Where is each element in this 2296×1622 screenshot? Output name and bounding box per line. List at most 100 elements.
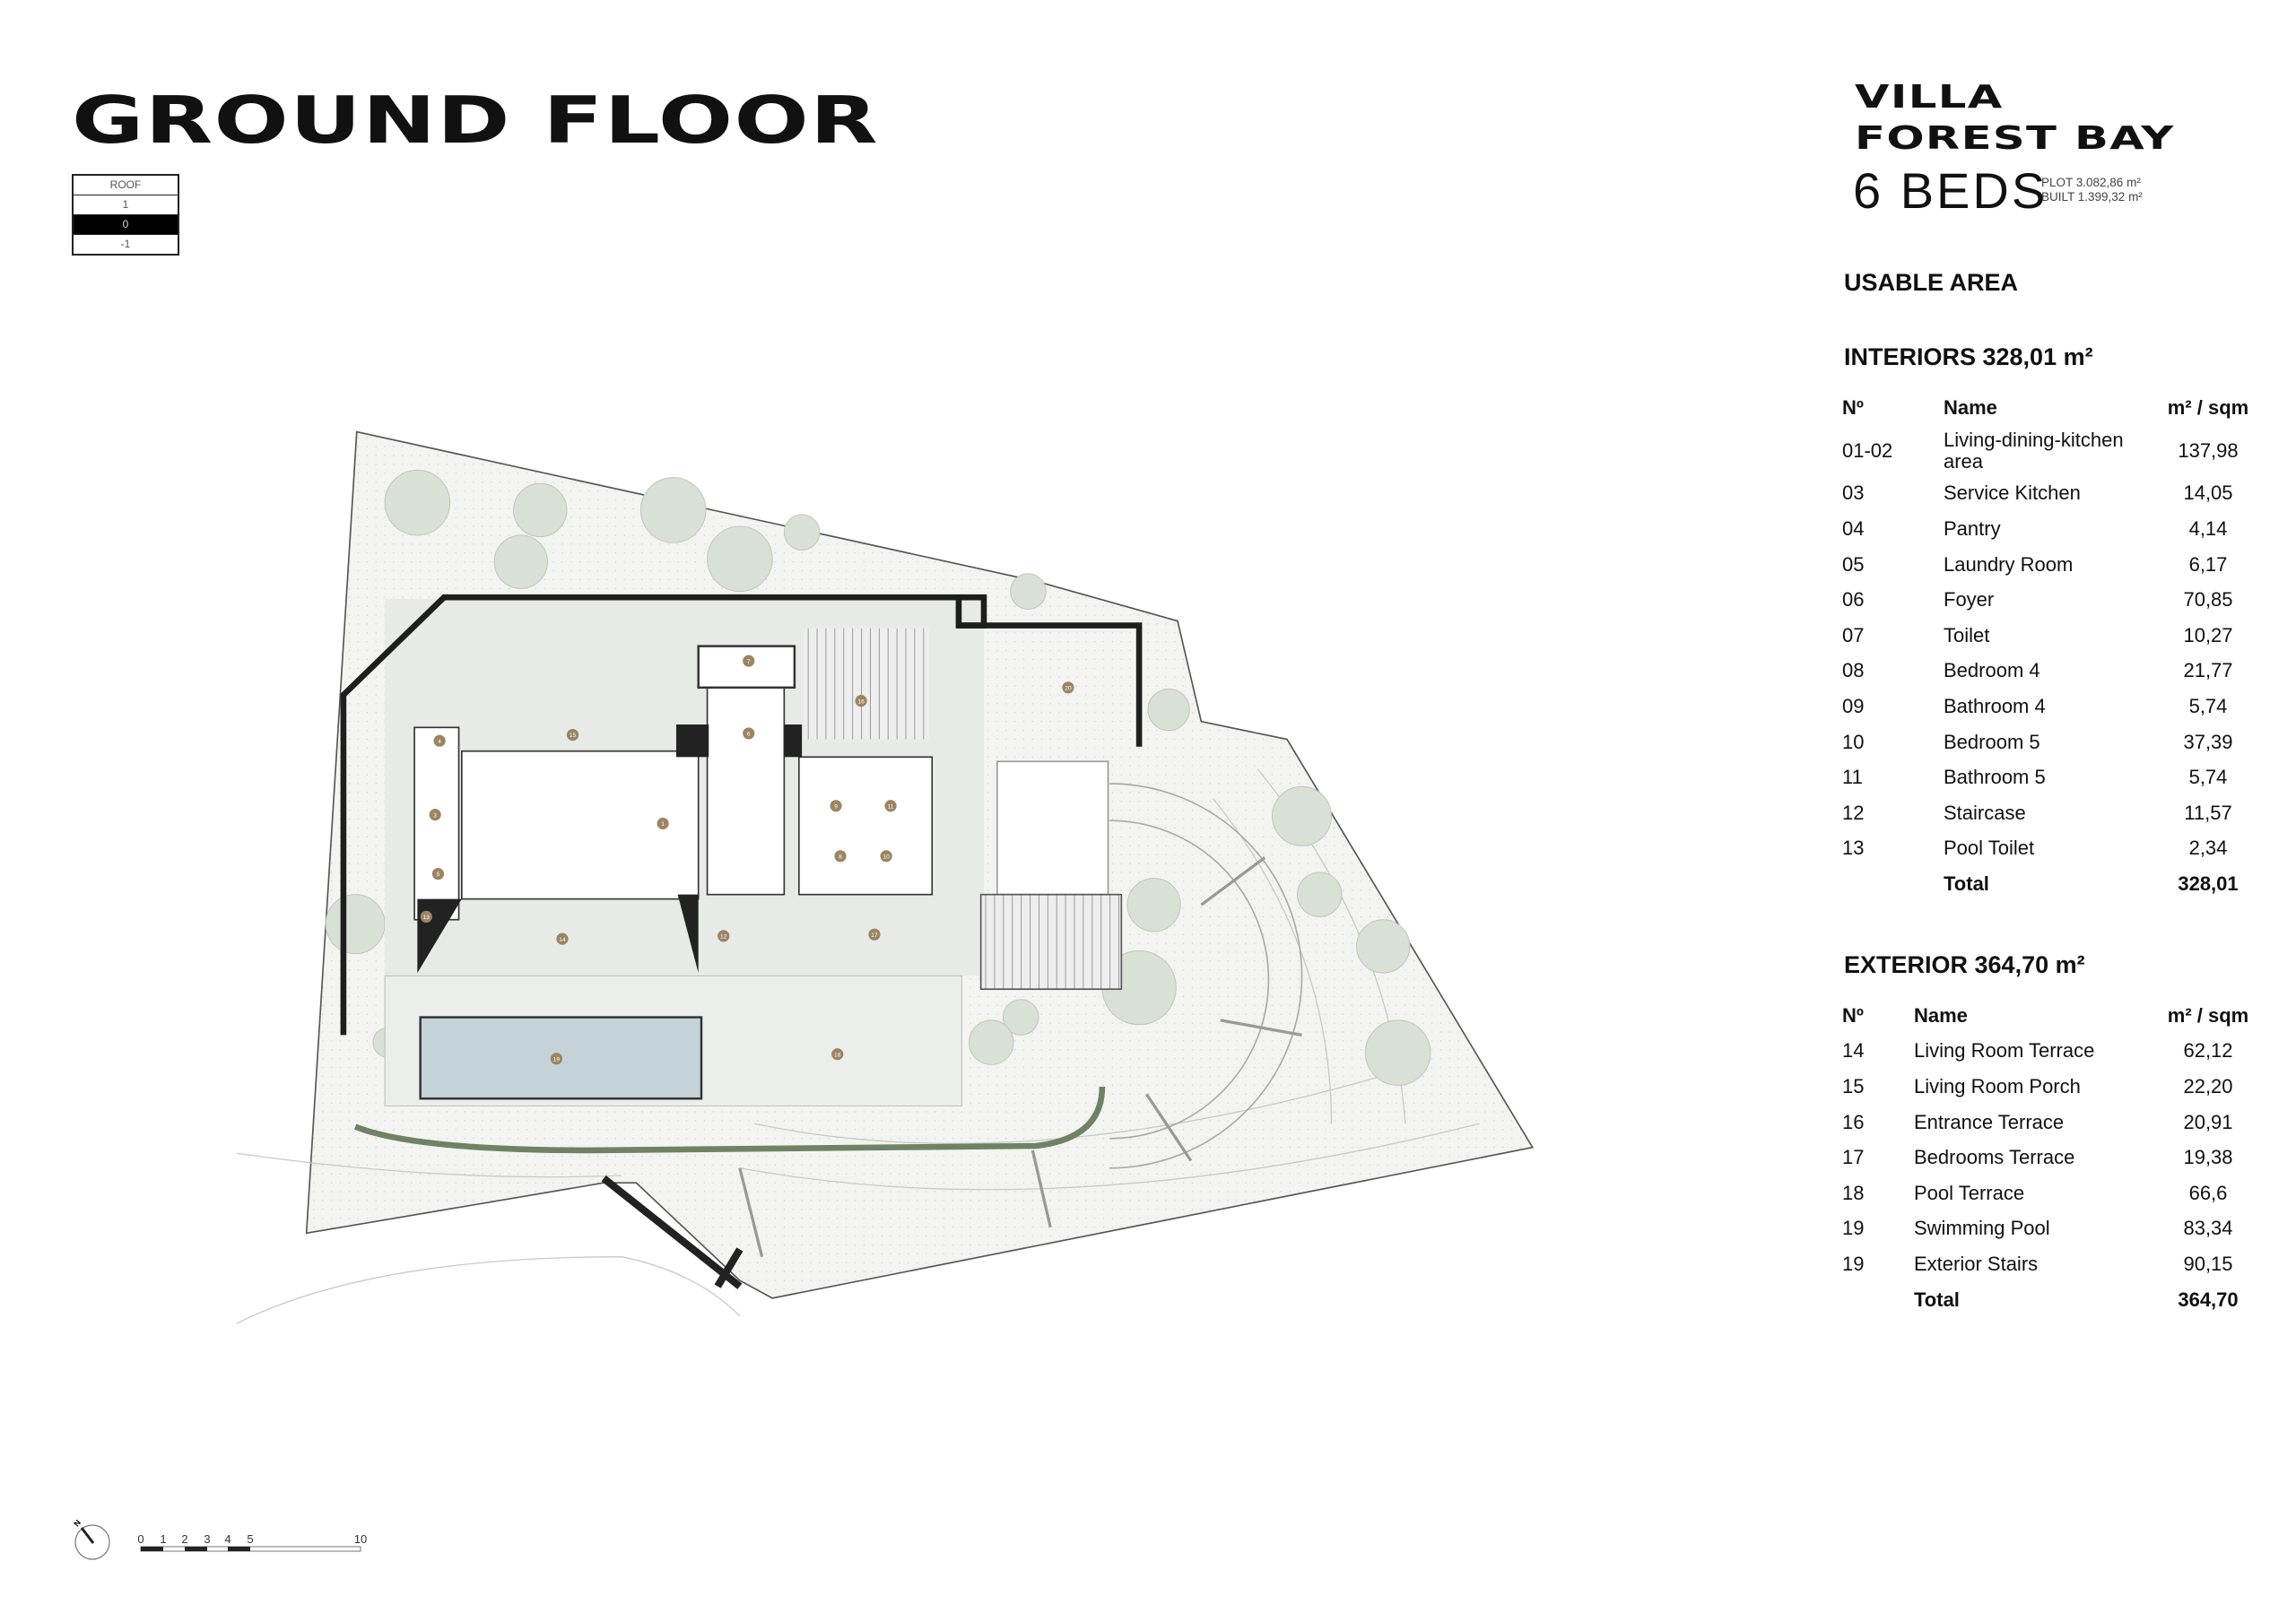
table-row: 09 Bathroom 4 5,74 [1842, 689, 2280, 724]
tree [783, 514, 821, 551]
room-marker: 5 [431, 867, 445, 880]
room-marker-label: 3 [433, 812, 437, 819]
room-area: 6,17 [2188, 552, 2228, 576]
total-label: Total [1914, 1288, 1960, 1311]
room-area: 137,98 [2178, 438, 2239, 462]
room-marker-label: 18 [834, 1052, 841, 1058]
tree [968, 1019, 1014, 1065]
table-header: Nº Name m² / sqm [1842, 998, 2280, 1034]
room-area: 5,74 [2188, 694, 2228, 717]
room-marker: 6 [743, 727, 755, 740]
built-area: BUILT 1.399,32 m² [2041, 190, 2143, 204]
room-marker-label: 11 [888, 803, 894, 810]
room-name: Bathroom 5 [1944, 766, 2046, 789]
tree [1364, 1019, 1431, 1086]
level-0-active[interactable]: 0 [74, 215, 178, 235]
tree [513, 482, 568, 538]
room-marker-label: 20 [1065, 685, 1072, 691]
scale-tick-label: 0 [137, 1532, 144, 1546]
project-name-line2: FOREST BAY [1855, 120, 2175, 157]
room-number: 05 [1842, 552, 1865, 576]
room-name: Pantry [1944, 516, 2001, 540]
room-marker: 10 [880, 850, 892, 863]
room-area: 83,34 [2183, 1217, 2233, 1240]
tree [1147, 688, 1190, 732]
room-area: 22,20 [2183, 1074, 2233, 1097]
tree [1297, 872, 1343, 917]
tree [1272, 785, 1332, 846]
room-marker-label: 16 [857, 698, 865, 705]
page-title: GROUND FLOOR [72, 82, 879, 158]
room-marker: 13 [420, 910, 432, 924]
project-name: VILLA FOREST BAY [1855, 77, 2175, 160]
room-area: 19,38 [2183, 1146, 2233, 1169]
tree [1356, 919, 1411, 974]
level-selector: ROOF 1 0 -1 [72, 174, 179, 256]
room-name: Bedrooms Terrace [1914, 1146, 2075, 1169]
room-area: 11,57 [2184, 801, 2232, 824]
room-marker-label: 17 [871, 932, 878, 939]
room-number: 15 [1842, 1074, 1865, 1097]
room-marker-label: 14 [559, 937, 566, 943]
table-header: Nº Name m² / sqm [1842, 390, 2280, 426]
room-marker-label: 15 [570, 733, 577, 739]
room-marker: 1 [657, 817, 669, 830]
room-area: 2,34 [2188, 837, 2228, 860]
room-number: 11 [1842, 766, 1863, 789]
level-1[interactable]: 1 [74, 195, 178, 215]
room-name: Staircase [1944, 801, 2026, 824]
scale-tick-label: 4 [224, 1532, 230, 1546]
level-minus-1[interactable]: -1 [120, 238, 131, 250]
scale-tick-label: 1 [160, 1532, 166, 1546]
col-name: Name [1914, 1003, 1968, 1027]
plot-info: PLOT 3.082,86 m² BUILT 1.399,32 m² [2041, 176, 2143, 204]
room-name: Bathroom 4 [1944, 694, 2046, 717]
col-name: Name [1944, 395, 1997, 419]
beds-count: 6 BEDS [1853, 162, 2048, 219]
room-marker-label: 7 [747, 659, 751, 665]
tree [325, 894, 386, 955]
room-number: 12 [1842, 801, 1865, 824]
tree [1010, 573, 1047, 610]
room-marker: 20 [1062, 681, 1074, 694]
room-number: 09 [1842, 694, 1865, 717]
room-marker-label: 12 [720, 933, 727, 940]
room-number: 04 [1842, 516, 1865, 540]
usable-area-heading: USABLE AREA [1844, 269, 2019, 296]
room-name: Laundry Room [1944, 552, 2074, 576]
room-area: 10,27 [2183, 623, 2233, 646]
col-no: Nº [1842, 395, 1864, 419]
project-name-line1: VILLA [1855, 79, 2004, 116]
room-marker: 7 [743, 655, 755, 667]
room-number: 18 [1842, 1181, 1865, 1204]
room-marker-label: 9 [834, 803, 838, 810]
tree [1002, 999, 1039, 1036]
room-area: 14,05 [2183, 481, 2233, 505]
room-name: Living Room Terrace [1914, 1039, 2095, 1063]
room-marker: 15 [566, 728, 579, 742]
room-name: Entrance Terrace [1914, 1110, 2065, 1133]
room-marker-label: 1 [661, 821, 665, 828]
room-number: 10 [1842, 730, 1865, 753]
room-marker: 8 [834, 850, 847, 863]
col-area: m² / sqm [2167, 1003, 2249, 1027]
level-roof[interactable]: ROOF [74, 176, 178, 195]
room-number: 13 [1842, 837, 1865, 860]
room-marker-label: 4 [438, 739, 441, 745]
room-number: 19 [1842, 1217, 1865, 1240]
room-name: Living Room Porch [1914, 1074, 2081, 1097]
room-area: 90,15 [2183, 1252, 2233, 1275]
room-name: Pool Toilet [1944, 837, 2035, 860]
driveway-arcs [738, 783, 1303, 1258]
